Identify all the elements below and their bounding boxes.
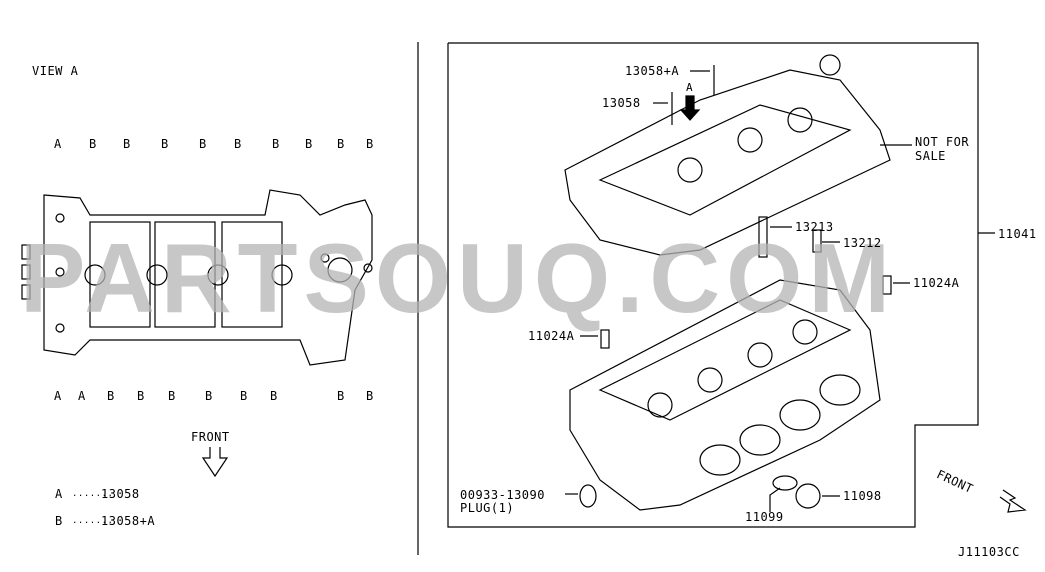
callout-11041[interactable]: 11041 <box>998 227 1037 241</box>
not-for-sale-line1: NOT FOR <box>915 135 970 149</box>
bottom-label: A <box>78 389 86 403</box>
bottom-label: B <box>366 389 374 403</box>
diagram-code: J11103CC <box>958 545 1020 559</box>
camshaft-bracket <box>564 54 891 256</box>
cylinder-block-top-view <box>21 189 373 366</box>
callout-13212[interactable]: 13212 <box>843 236 882 250</box>
callout-11024a-right[interactable]: 11024A <box>913 276 960 290</box>
parts-frame <box>447 42 979 528</box>
top-label: B <box>199 137 207 151</box>
part-13213-shape <box>758 216 768 258</box>
part-13212-shape <box>812 229 822 253</box>
bottom-label: B <box>168 389 176 403</box>
bottom-label: B <box>337 389 345 403</box>
bottom-label: B <box>270 389 278 403</box>
top-label: B <box>123 137 131 151</box>
part-11024a-left-shape <box>600 329 610 349</box>
callout-13213[interactable]: 13213 <box>795 220 834 234</box>
front-arrow-icon <box>201 447 229 478</box>
top-label: B <box>305 137 313 151</box>
top-label: B <box>234 137 242 151</box>
bottom-label: A <box>54 389 62 403</box>
top-label: A <box>54 137 62 151</box>
top-label: B <box>161 137 169 151</box>
bottom-label: B <box>137 389 145 403</box>
callout-plug-part[interactable]: 00933-13090 <box>460 488 545 502</box>
callout-11024a-left[interactable]: 11024A <box>528 329 575 343</box>
callout-11098[interactable]: 11098 <box>843 489 882 503</box>
bottom-label: B <box>240 389 248 403</box>
bottom-label: B <box>107 389 115 403</box>
top-label: B <box>89 137 97 151</box>
top-label: B <box>272 137 280 151</box>
plug-shape <box>579 484 597 508</box>
cylinder-head <box>569 279 881 511</box>
part-11098-shape <box>795 483 821 509</box>
callout-13058a[interactable]: 13058+A <box>625 64 680 78</box>
part-11099-shape <box>772 475 798 491</box>
callout-13058[interactable]: 13058 <box>602 96 641 110</box>
callout-plug-label: PLUG(1) <box>460 501 515 515</box>
callout-11099[interactable]: 11099 <box>745 510 784 524</box>
not-for-sale-line2: SALE <box>915 149 946 163</box>
view-title: VIEW A <box>32 64 79 78</box>
front-arrow-right-icon <box>999 489 1027 513</box>
front-label: FRONT <box>191 430 230 444</box>
view-a-arrow-icon <box>679 95 701 121</box>
part-11024a-right-shape <box>882 275 892 295</box>
bottom-label: B <box>205 389 213 403</box>
top-label: B <box>337 137 345 151</box>
watermark: PARTSOUQ.COM <box>20 223 896 333</box>
top-label: B <box>366 137 374 151</box>
view-a-marker: A <box>686 81 694 94</box>
